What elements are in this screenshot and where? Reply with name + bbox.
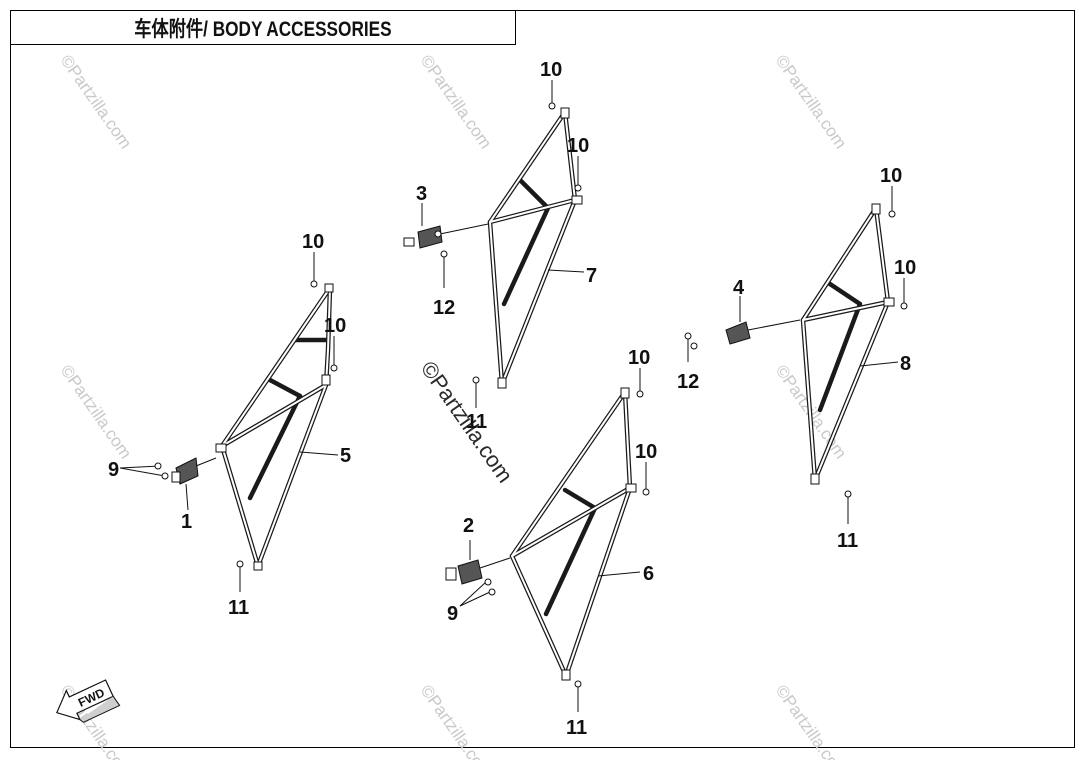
- callout-1: 1: [181, 511, 192, 533]
- latch-part-4: [725, 319, 801, 345]
- diagram-frame: [10, 10, 1075, 748]
- latch-part-1: [171, 457, 217, 485]
- watermark: ©Partzilla.com: [772, 681, 851, 760]
- latch-part-3: [403, 223, 489, 249]
- page-title: 车体附件/ BODY ACCESSORIES: [134, 17, 392, 41]
- door-net-frame-6: [509, 387, 637, 681]
- door-net-frame-8: [800, 203, 895, 485]
- callout-10: 10: [540, 59, 562, 81]
- callout-10: 10: [324, 315, 346, 337]
- watermark: ©Partzilla.com: [57, 51, 136, 152]
- callout-5: 5: [340, 445, 351, 467]
- callout-labels: 1 2 3 4 5 6 7 8 9 9 10 10 10 10 10 10 10…: [108, 59, 916, 739]
- callout-11: 11: [228, 597, 249, 619]
- callout-7: 7: [586, 265, 597, 287]
- callout-12: 12: [433, 297, 455, 319]
- callout-9-bottom: 9: [447, 603, 458, 625]
- watermarks: ©Partzilla.com ©Partzilla.com ©Partzilla…: [57, 51, 851, 760]
- callout-10: 10: [635, 441, 657, 463]
- latch-part-2: [445, 557, 511, 585]
- door-net-frame-7: [487, 107, 583, 389]
- callout-10: 10: [302, 231, 324, 253]
- watermark: ©Partzilla.com: [57, 361, 136, 462]
- door-net-frame-5: [215, 283, 334, 571]
- callout-8: 8: [900, 353, 911, 375]
- callout-10: 10: [628, 347, 650, 369]
- watermark: ©Partzilla.com: [417, 681, 496, 760]
- callout-2: 2: [463, 515, 474, 537]
- callout-3: 3: [416, 183, 427, 205]
- callout-9-left: 9: [108, 459, 119, 481]
- callout-10: 10: [567, 135, 589, 157]
- callout-12: 12: [677, 371, 699, 393]
- callout-11: 11: [466, 411, 487, 433]
- watermark: ©Partzilla.com: [417, 51, 496, 152]
- callout-6: 6: [643, 563, 654, 585]
- callout-10: 10: [894, 257, 916, 279]
- watermark: ©Partzilla.com: [772, 51, 851, 152]
- fastener-leaders: [119, 80, 908, 712]
- callout-10: 10: [880, 165, 902, 187]
- title-box: 车体附件/ BODY ACCESSORIES: [10, 10, 516, 45]
- callout-11: 11: [566, 717, 587, 739]
- callout-4: 4: [733, 277, 745, 299]
- fwd-arrow-icon: FWD: [55, 679, 121, 723]
- callout-11: 11: [837, 530, 858, 552]
